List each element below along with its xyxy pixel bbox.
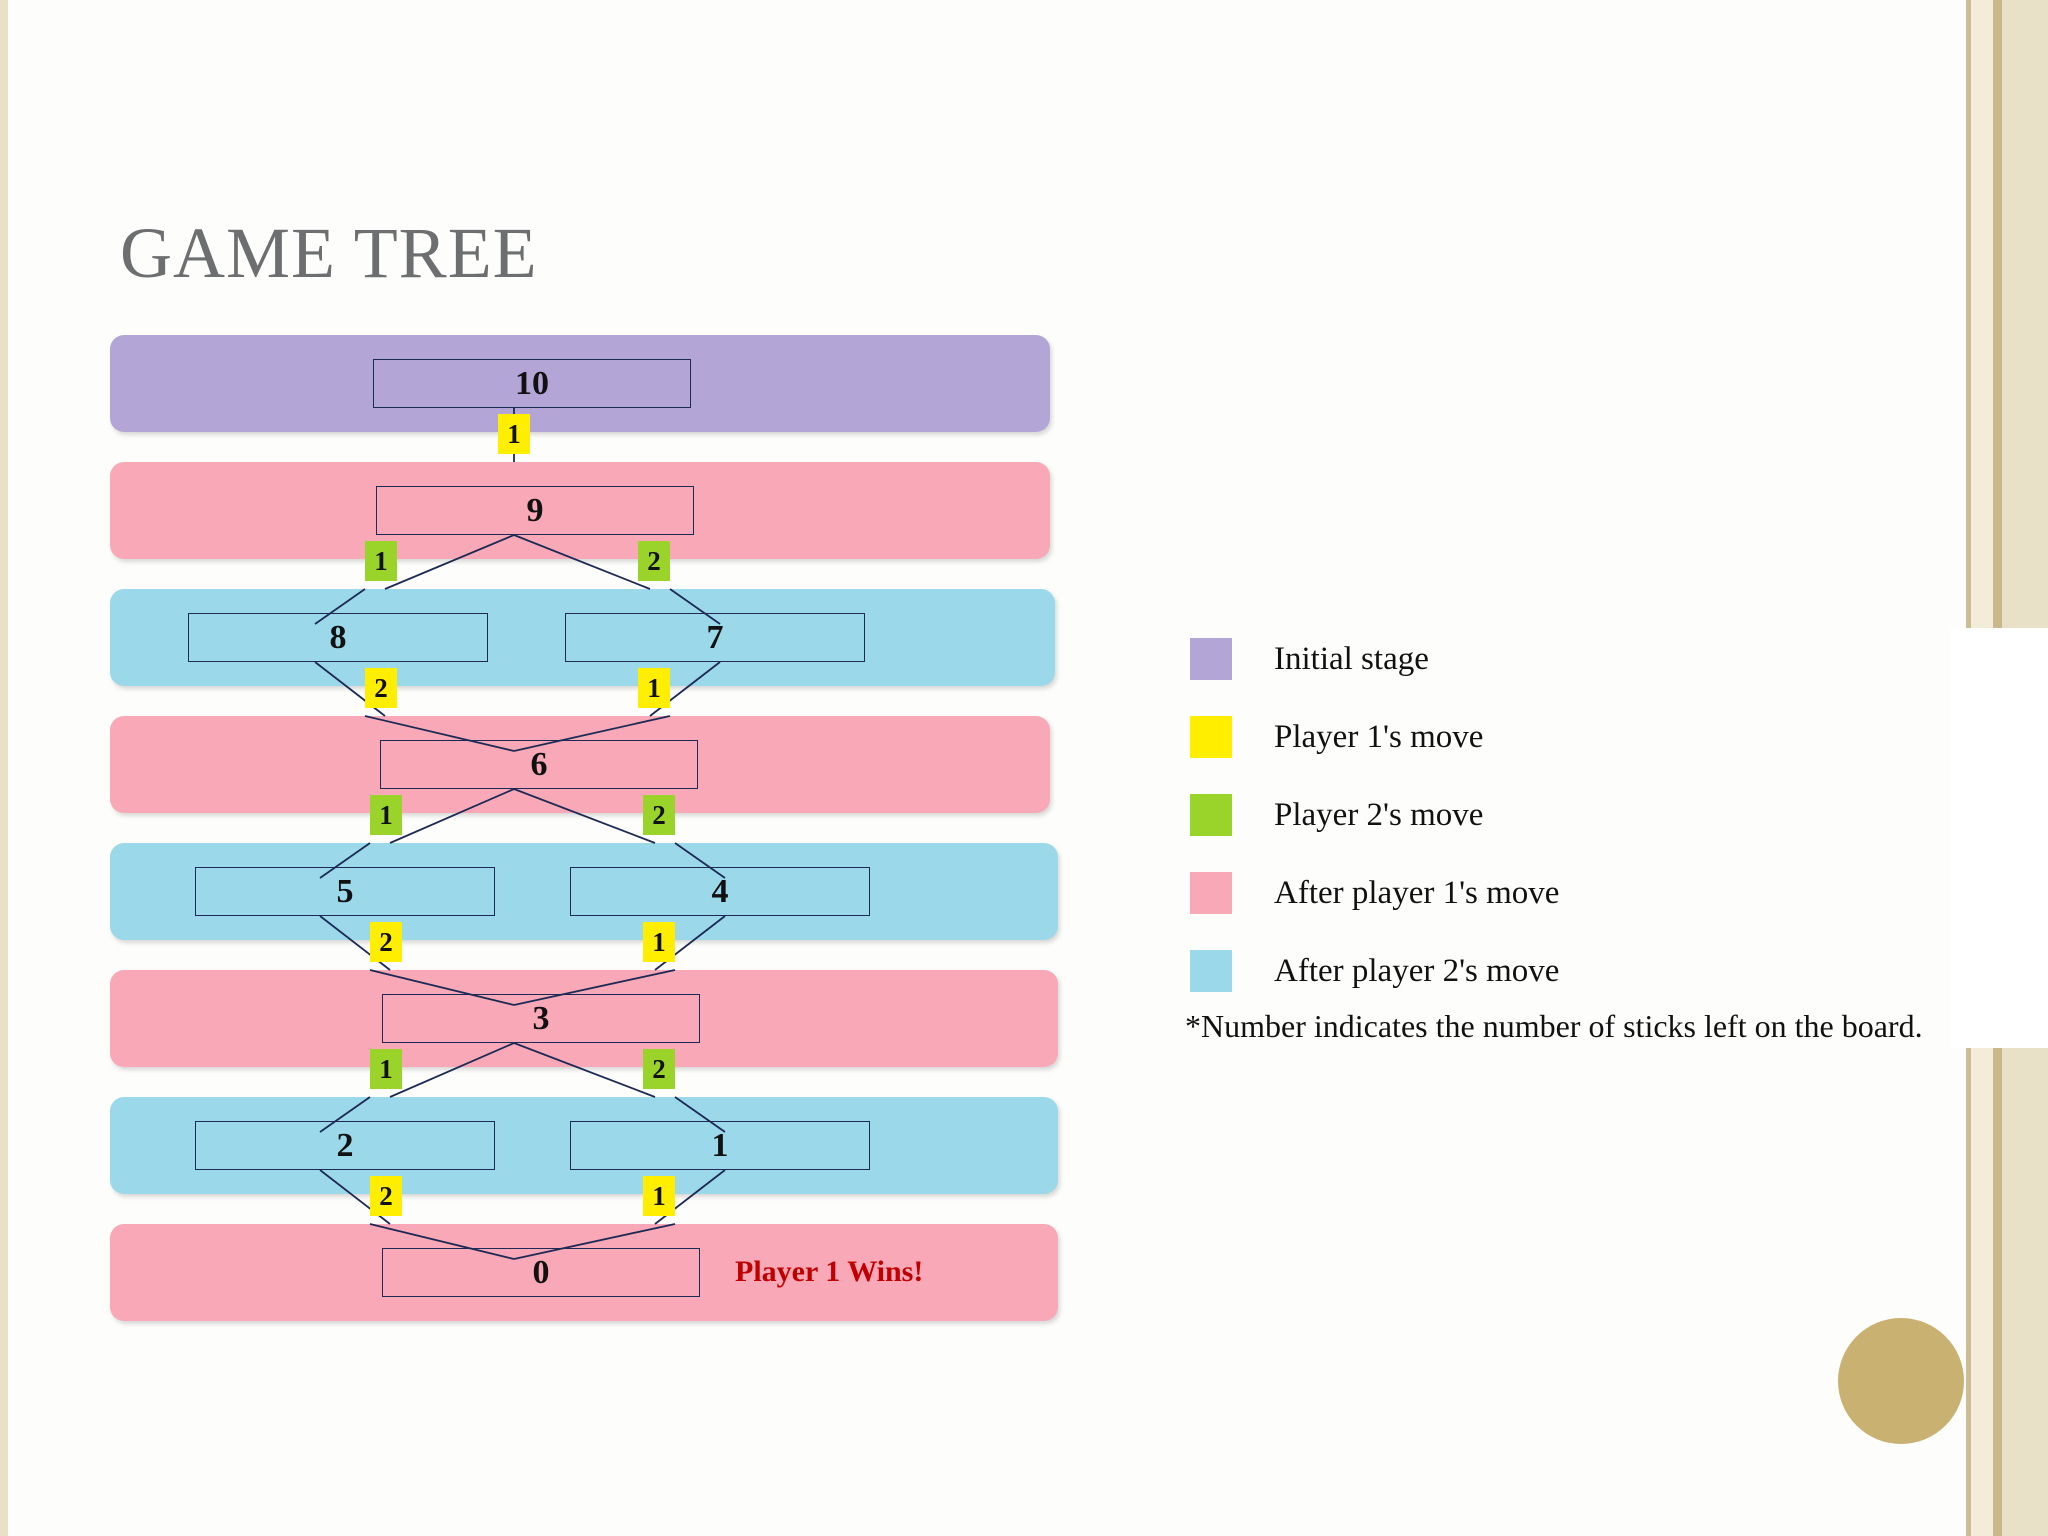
tree-node: 5 — [195, 867, 495, 916]
legend-label: Player 1's move — [1274, 718, 1484, 755]
tree-node: 4 — [570, 867, 870, 916]
legend-item-initial-stage: Initial stage — [1190, 620, 1990, 698]
move-label: 1 — [370, 795, 402, 835]
move-label: 1 — [638, 668, 670, 708]
tree-node: 1 — [570, 1121, 870, 1170]
stage-band-after-player-2 — [110, 843, 1058, 940]
tree-node: 2 — [195, 1121, 495, 1170]
legend-swatch-after-player-2-move — [1190, 950, 1232, 992]
move-label: 1 — [365, 541, 397, 581]
legend-swatch-initial-stage — [1190, 638, 1232, 680]
legend-backdrop — [1950, 628, 2048, 1048]
legend-item-player-1-move: Player 1's move — [1190, 698, 1990, 776]
move-label: 1 — [643, 922, 675, 962]
left-edge-rule — [0, 0, 8, 1536]
page-title: GAME TREE — [120, 213, 538, 293]
outcome-text: Player 1 Wins! — [735, 1255, 924, 1288]
move-label: 1 — [498, 414, 530, 454]
legend-swatch-after-player-1-move — [1190, 872, 1232, 914]
legend: Initial stage Player 1's move Player 2's… — [1190, 620, 1990, 1010]
legend-label: After player 2's move — [1274, 952, 1560, 989]
legend-item-player-2-move: Player 2's move — [1190, 776, 1990, 854]
tree-node: 0 — [382, 1248, 700, 1297]
tree-node: 10 — [373, 359, 691, 408]
legend-note: *Number indicates the number of sticks l… — [1185, 1008, 1923, 1044]
move-label: 2 — [643, 795, 675, 835]
stage-band-after-player-2 — [110, 1097, 1058, 1194]
legend-item-after-player-2-move: After player 2's move — [1190, 932, 1990, 1010]
legend-item-after-player-1-move: After player 1's move — [1190, 854, 1990, 932]
move-label: 2 — [370, 1176, 402, 1216]
decorative-circle — [1838, 1318, 1964, 1444]
move-label: 1 — [643, 1176, 675, 1216]
move-label: 1 — [370, 1049, 402, 1089]
tree-node: 3 — [382, 994, 700, 1043]
legend-swatch-player-1-move — [1190, 716, 1232, 758]
stage-band-initial — [110, 335, 1050, 432]
stage-band-after-player-2 — [110, 589, 1055, 686]
legend-label: Initial stage — [1274, 640, 1429, 677]
move-label: 2 — [638, 541, 670, 581]
tree-node: 9 — [376, 486, 694, 535]
tree-node: 7 — [565, 613, 865, 662]
legend-label: Player 2's move — [1274, 796, 1484, 833]
move-label: 2 — [370, 922, 402, 962]
tree-node: 6 — [380, 740, 698, 789]
move-label: 2 — [365, 668, 397, 708]
move-label: 2 — [643, 1049, 675, 1089]
legend-swatch-player-2-move — [1190, 794, 1232, 836]
game-tree-diagram: 10 9 8 7 6 5 4 3 2 1 0 1 1 2 2 1 1 2 2 1… — [110, 335, 1100, 1410]
tree-node: 8 — [188, 613, 488, 662]
legend-label: After player 1's move — [1274, 874, 1560, 911]
